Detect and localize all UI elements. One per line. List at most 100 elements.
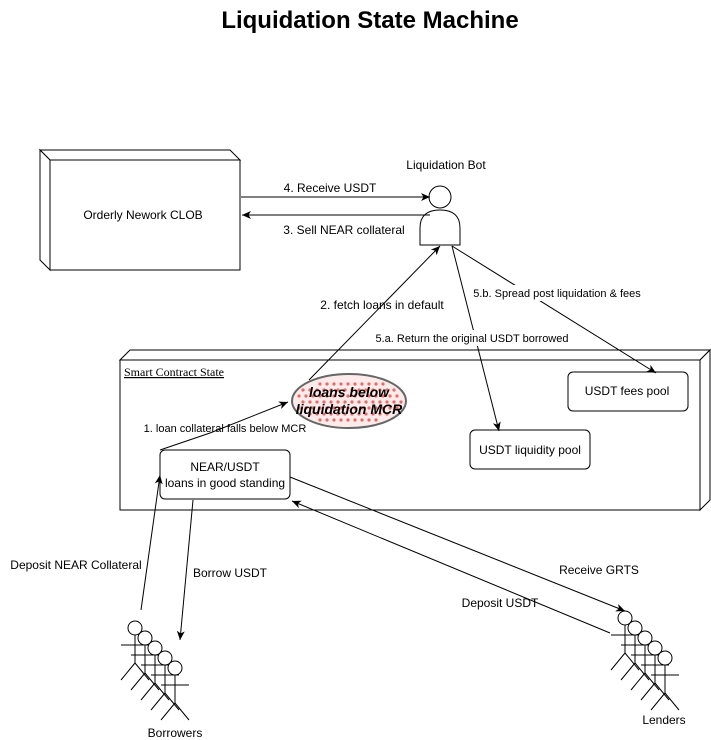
label-receive-grts: Receive GRTS: [559, 563, 639, 577]
lenders-group: [610, 610, 680, 711]
loans-below-dot: [301, 400, 305, 404]
diagram-title: Liquidation State Machine: [221, 7, 518, 34]
loans-below-dot: [311, 394, 315, 398]
loans-below-dot: [381, 382, 385, 386]
loans-below-dot: [336, 400, 340, 404]
label-spread-fees: 5.b. Spread post liquidation & fees: [473, 288, 641, 300]
loans-below-dot: [392, 388, 396, 392]
lenders-label: Lenders: [642, 713, 685, 727]
label-collateral-falls: 1. loan collateral falls below MCR: [144, 423, 307, 435]
borrowers-label: Borrowers: [148, 726, 203, 740]
loans-below-dot: [322, 388, 326, 392]
loans-below-dot: [329, 400, 333, 404]
loans-below-dot: [364, 400, 368, 404]
loans-below-dot: [332, 418, 336, 422]
loans-below-dot: [336, 412, 340, 416]
loans-below-dot: [318, 406, 322, 410]
loans-below-dot: [346, 382, 350, 386]
loans-below-dot: [374, 382, 378, 386]
loans-below-dot: [322, 400, 326, 404]
loans-below-dots: [297, 382, 403, 422]
loans-below-dot: [339, 406, 343, 410]
loans-below-dot: [392, 400, 396, 404]
loans-below-dot: [311, 406, 315, 410]
good-standing-line2: loans in good standing: [165, 476, 285, 490]
loans-below-line2: liquidation MCR: [296, 401, 403, 417]
person-icon: [130, 630, 160, 691]
loans-below-dot: [339, 382, 343, 386]
loans-below-dot: [385, 388, 389, 392]
edge-deposit-near: [140, 474, 163, 611]
loans-below-dot: [378, 388, 382, 392]
loans-below-dot: [297, 394, 301, 398]
loans-below-dot: [371, 388, 375, 392]
loans-below-dot: [374, 406, 378, 410]
loans-below-dot: [367, 382, 371, 386]
loans-below-dot: [357, 388, 361, 392]
loans-below-dot: [329, 388, 333, 392]
loans-below-dot: [374, 394, 378, 398]
loans-below-dot: [332, 382, 336, 386]
loans-below-dot: [360, 418, 364, 422]
loans-below-dot: [343, 400, 347, 404]
label-deposit-near: Deposit NEAR Collateral: [10, 558, 141, 572]
loans-below-dot: [378, 412, 382, 416]
person-icon: [160, 660, 190, 721]
loans-below-dot: [381, 406, 385, 410]
loans-below-dot: [371, 412, 375, 416]
loans-below-dot: [332, 394, 336, 398]
loans-below-dot: [325, 394, 329, 398]
loans-below-line1: loans below: [309, 384, 390, 400]
loans-below-dot: [346, 418, 350, 422]
fees-pool-label: USDT fees pool: [585, 384, 670, 398]
loans-below-dot: [388, 394, 392, 398]
label-deposit-usdt: Deposit USDT: [462, 596, 539, 610]
loans-below-dot: [367, 394, 371, 398]
loans-below-dot: [371, 400, 375, 404]
label-fetch-loans: 2. fetch loans in default: [320, 298, 444, 312]
loans-below-dot: [350, 412, 354, 416]
person-icon: [120, 620, 150, 681]
usdt-fees-pool: USDT fees pool: [567, 371, 689, 412]
loans-below-dot: [357, 400, 361, 404]
loans-below-dot: [388, 406, 392, 410]
loans-below-dot: [325, 382, 329, 386]
edge-collateral-falls: [159, 401, 289, 451]
loans-below-dot: [336, 388, 340, 392]
loans-below-dot: [350, 388, 354, 392]
loans-below-dot: [364, 388, 368, 392]
loans-below-dot: [367, 418, 371, 422]
loans-below-dot: [325, 406, 329, 410]
loans-below-dot: [395, 394, 399, 398]
loans-below-dot: [304, 406, 308, 410]
edge-fetch-loans: [308, 245, 441, 381]
person-icon: [620, 620, 650, 681]
loans-below-dot: [308, 388, 312, 392]
loans-below-dot: [325, 418, 329, 422]
loans-below-dot: [343, 388, 347, 392]
loans-below-dot: [315, 388, 319, 392]
loans-below-dot: [332, 406, 336, 410]
contract-state-label: Smart Contract State: [124, 365, 224, 379]
person-icon: [610, 610, 640, 671]
loans-below-dot: [353, 406, 357, 410]
clob-node: Orderly Nework CLOB: [38, 148, 242, 272]
borrowers-group: [120, 620, 190, 721]
loans-below-dot: [353, 418, 357, 422]
edge-borrow-usdt: [176, 499, 194, 641]
loans-below-dot: [360, 406, 364, 410]
loans-below-dot: [360, 382, 364, 386]
loans-below-dot: [308, 400, 312, 404]
loans-below-mcr: loans below liquidation MCR: [291, 373, 407, 429]
loans-below-dot: [339, 418, 343, 422]
loans-below-dot: [304, 394, 308, 398]
loans-below-dot: [353, 394, 357, 398]
edge-deposit-usdt: [291, 500, 611, 634]
person-icon: [140, 640, 170, 701]
loans-below-dot: [329, 412, 333, 416]
loans-below-dot: [322, 412, 326, 416]
label-receive-usdt: 4. Receive USDT: [284, 181, 377, 195]
loans-below-dot: [343, 412, 347, 416]
loans-below-dot: [318, 394, 322, 398]
